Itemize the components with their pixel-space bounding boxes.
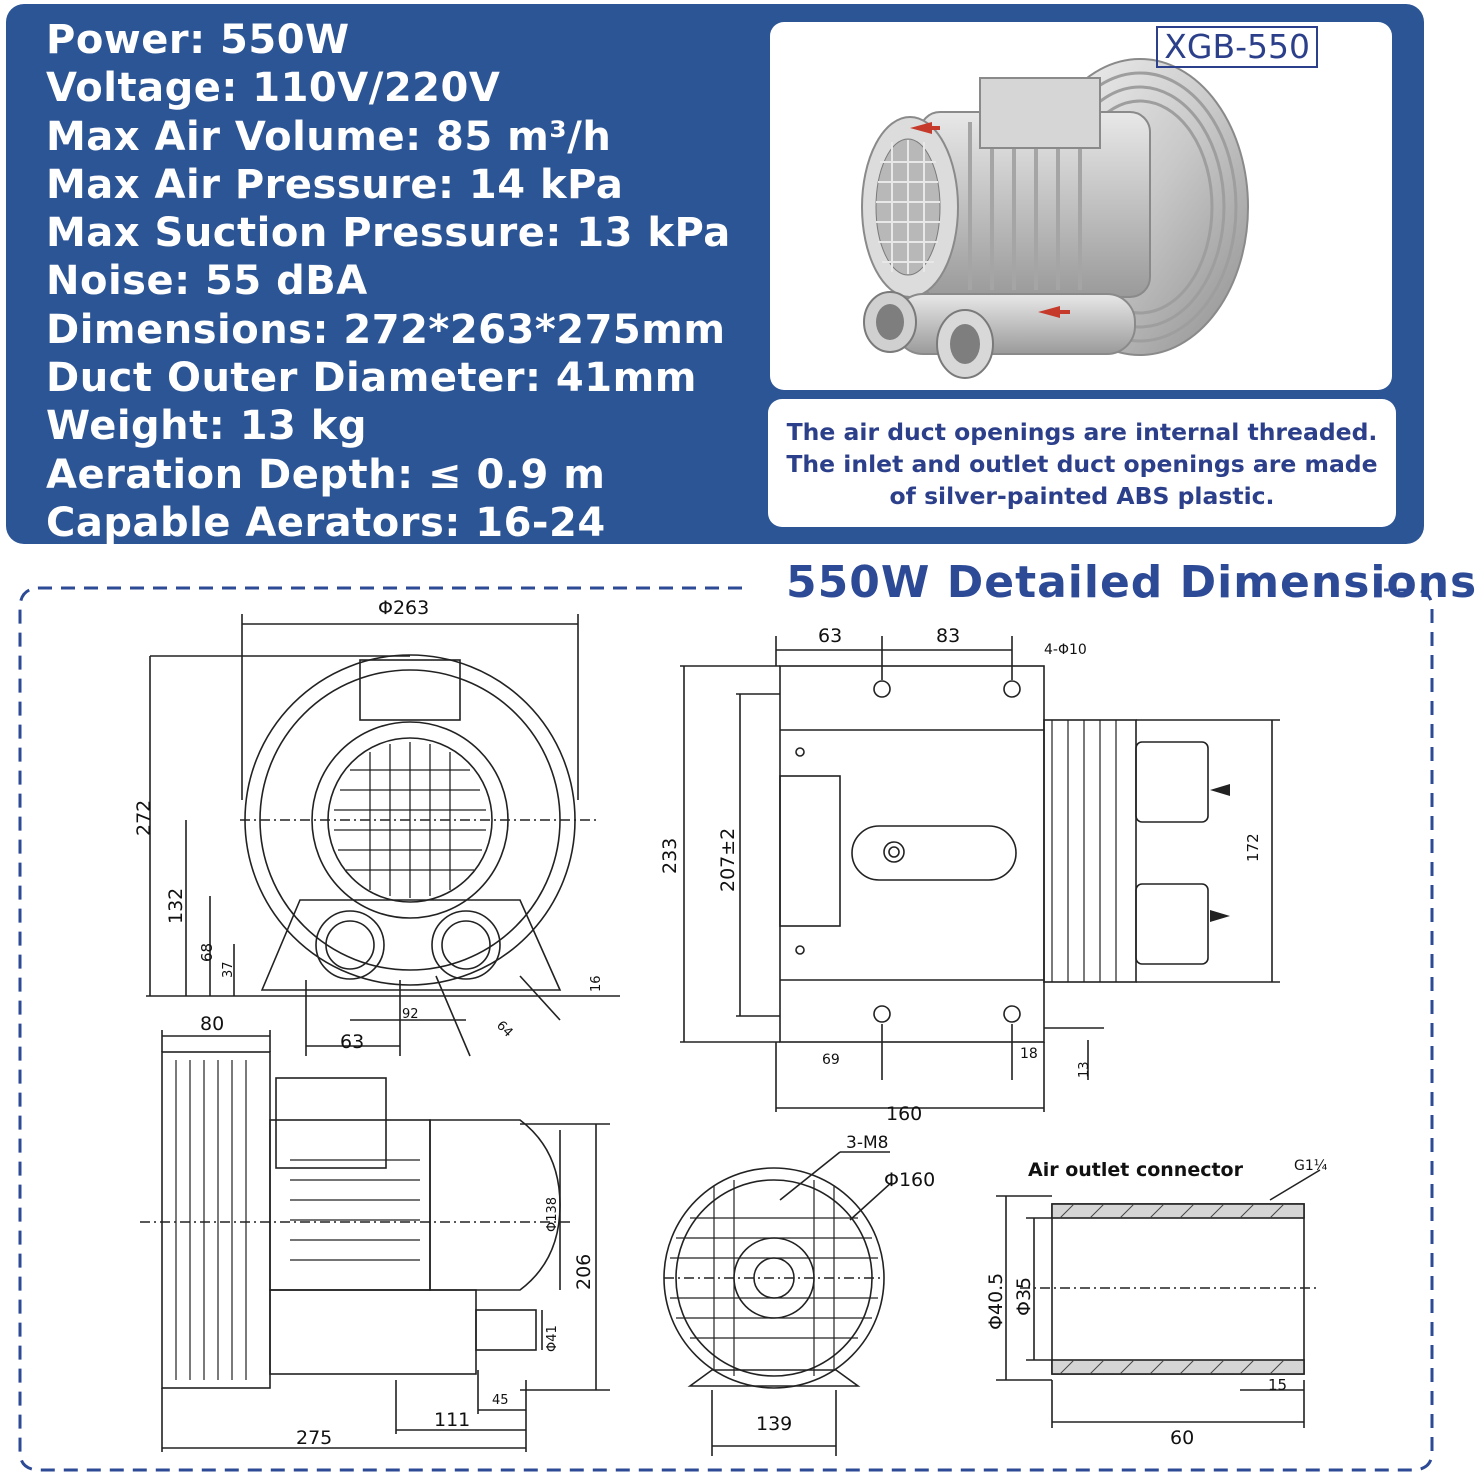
label-top-18: 18 (1020, 1046, 1038, 1062)
label-top-160: 160 (886, 1103, 922, 1125)
spec-weight: Weight: 13 kg (46, 403, 368, 450)
label-rear-160: Φ160 (884, 1169, 935, 1191)
label-side-45: 45 (492, 1393, 509, 1408)
label-front-height: 272 (133, 800, 155, 836)
blower-illustration (861, 58, 1249, 379)
label-connector-60: 60 (1170, 1427, 1194, 1449)
label-side-80: 80 (200, 1013, 224, 1035)
label-top-83: 83 (936, 625, 960, 647)
dimensions-title: 550W Detailed Dimensions (786, 557, 1477, 608)
dashed-frame (18, 586, 1434, 1472)
spec-air-volume: Max Air Volume: 85 m³/h (46, 113, 612, 160)
spec-duct-diameter: Duct Outer Diameter: 41mm (46, 355, 697, 402)
side-view (140, 1030, 610, 1452)
label-front-92: 92 (402, 1007, 419, 1022)
top-view (680, 636, 1280, 1112)
note-card: The air duct openings are internal threa… (768, 399, 1396, 527)
label-top-233: 233 (659, 838, 681, 874)
spec-voltage: Voltage: 110V/220V (46, 65, 501, 112)
front-view (146, 614, 620, 1057)
label-front-68: 68 (198, 943, 216, 962)
spec-power: Power: 550W (46, 17, 350, 63)
label-top-13: 13 (1077, 1061, 1092, 1078)
label-top-holes: 4-Φ10 (1044, 642, 1087, 658)
connector-view (996, 1169, 1321, 1428)
spec-aeration-depth: Aeration Depth: ≤ 0.9 m (46, 451, 606, 498)
label-front-37: 37 (221, 961, 236, 978)
label-connector-405: Φ40.5 (985, 1273, 1007, 1330)
spec-dimensions: Dimensions: 272*263*275mm (46, 306, 726, 353)
label-front-64: 64 (493, 1018, 515, 1040)
label-top-172: 172 (1244, 833, 1262, 862)
model-label: XGB-550 (1156, 26, 1318, 68)
label-connector-15: 15 (1268, 1376, 1287, 1394)
label-side-206: 206 (573, 1254, 595, 1290)
label-side-275: 275 (296, 1427, 332, 1449)
label-connector-title: Air outlet connector (1028, 1159, 1244, 1181)
label-rear-m8: 3-M8 (846, 1133, 888, 1153)
dimension-drawings: Φ263 272 132 68 37 16 63 92 64 63 83 4-Φ… (18, 586, 1434, 1472)
spec-noise: Noise: 55 dBA (46, 258, 368, 305)
label-front-63: 63 (340, 1031, 364, 1053)
label-side-111: 111 (434, 1409, 470, 1431)
spec-aerators: Capable Aerators: 16-24 (46, 499, 606, 546)
label-rear-139: 139 (756, 1413, 792, 1435)
label-connector-35: Φ35 (1013, 1277, 1035, 1316)
label-front-center: 132 (165, 888, 187, 924)
label-side-138: Φ138 (545, 1197, 560, 1232)
label-front-16: 16 (589, 975, 604, 992)
label-top-207: 207±2 (717, 828, 739, 892)
spec-list: Power: 550W Voltage: 110V/220V Max Air V… (46, 16, 731, 547)
label-connector-thread: G1¼ (1294, 1158, 1328, 1174)
note-line: The air duct openings are internal threa… (786, 418, 1378, 446)
label-top-63: 63 (818, 625, 842, 647)
label-side-41: Φ41 (545, 1325, 560, 1352)
spec-suction-pressure: Max Suction Pressure: 13 kPa (46, 210, 731, 257)
label-front-diameter: Φ263 (378, 597, 429, 619)
note-line: The inlet and outlet duct openings are m… (786, 450, 1378, 478)
note-line: of silver-painted ABS plastic. (889, 482, 1275, 510)
label-top-69: 69 (822, 1052, 840, 1068)
spec-air-pressure: Max Air Pressure: 14 kPa (46, 161, 624, 208)
product-photo-card: XGB-550 (770, 22, 1392, 390)
rear-view (663, 1151, 893, 1456)
